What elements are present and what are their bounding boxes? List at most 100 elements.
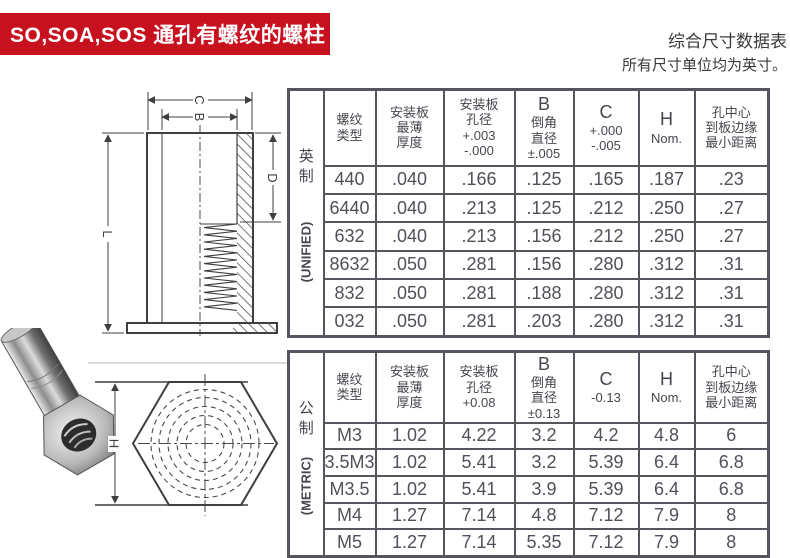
table-cell: .188 — [513, 278, 575, 309]
table-cell: 5.39 — [572, 448, 640, 477]
table-cell: 4.22 — [442, 421, 516, 451]
table-cell: 4.2 — [572, 421, 640, 451]
header-hole-diameter: 安装板 孔径 +0.08 — [442, 350, 516, 424]
table-row: 6440.040.213.125.212.250.27 — [289, 192, 770, 224]
header-min-edge-distance: 孔中心 到板边缘 最小距离 — [693, 88, 770, 167]
dim-label-d: D — [265, 173, 280, 182]
table-cell: 7.12 — [572, 501, 640, 531]
table-cell: 7.14 — [442, 528, 516, 558]
table-cell: 1.02 — [374, 448, 445, 477]
note-title: 综合尺寸数据表 — [668, 32, 787, 51]
table-cell: .280 — [572, 278, 640, 309]
table-row: 032.050.281.203.280.312.31 — [289, 306, 770, 338]
side-label-cjk: 公 制 — [298, 400, 314, 437]
table-cell: 1.02 — [374, 421, 445, 451]
table-cell: 1.27 — [374, 528, 445, 558]
standoff-photo — [0, 328, 115, 476]
table-cell: .213 — [442, 221, 516, 252]
table-cell: 1.27 — [374, 501, 445, 531]
table-cell: 632 — [322, 221, 377, 252]
side-label-latin: (METRIC) — [298, 457, 314, 516]
table-cell: .281 — [442, 278, 516, 309]
note-subtitle: 所有尺寸单位均为英寸。 — [621, 57, 787, 74]
table-cell: 5.41 — [442, 474, 516, 504]
table-cell: 6.4 — [637, 448, 696, 477]
header-c: C +.000 -.005 — [572, 88, 640, 167]
header-note: 综合尺寸数据表 所有尺寸单位均为英寸。 — [622, 27, 787, 75]
table-cell: 6.8 — [693, 448, 770, 477]
table-cell: .27 — [693, 221, 770, 252]
table-cell: 3.2 — [513, 448, 575, 477]
table-cell: 4.8 — [637, 421, 696, 451]
table-cell: 6440 — [322, 192, 377, 224]
table-cell: .250 — [637, 192, 696, 224]
table-cell: .050 — [374, 249, 445, 281]
table-cell: .31 — [693, 306, 770, 338]
dim-label-l: L — [100, 230, 115, 237]
table-cell: 7.12 — [572, 528, 640, 558]
side-label-latin: (UNIFIED) — [298, 221, 314, 283]
header-min-panel-thickness: 安装板 最薄 厚度 — [374, 88, 445, 167]
dim-label-c: C — [192, 95, 207, 104]
table-cell: M4 — [322, 501, 377, 531]
table-cell: .050 — [374, 278, 445, 309]
table-cell: .040 — [374, 221, 445, 252]
unified-table: 英 制 (UNIFIED) 螺纹 类型 安装板 最薄 厚度 安装板 孔径 +.0… — [287, 88, 770, 338]
table-row: 8632.050.281.156.280.312.31 — [289, 249, 770, 281]
header-thread-type: 螺纹 类型 — [322, 350, 377, 424]
side-label-cjk: 英 制 — [298, 148, 314, 185]
table-cell: 440 — [322, 164, 377, 195]
table-row: 440.040.166.125.165.187.23 — [289, 164, 770, 195]
hex-top-view-drawing: H — [95, 374, 279, 516]
table-cell: 6.4 — [637, 474, 696, 504]
table-cell: .250 — [637, 221, 696, 252]
table-cell: .212 — [572, 221, 640, 252]
table-cell: .166 — [442, 164, 516, 195]
header-min-edge-distance: 孔中心 到板边缘 最小距离 — [693, 350, 770, 424]
table-cell: 8 — [693, 528, 770, 558]
table-cell: .156 — [513, 221, 575, 252]
table-cell: 1.02 — [374, 474, 445, 504]
table-cell: M3 — [322, 421, 377, 451]
table-cell: .213 — [442, 192, 516, 224]
table-cell: .312 — [637, 249, 696, 281]
table-cell: .040 — [374, 164, 445, 195]
table-cell: 3.2 — [513, 421, 575, 451]
title-banner: SO,SOA,SOS 通孔有螺纹的螺柱 — [0, 13, 330, 55]
table-cell: 3.9 — [513, 474, 575, 504]
table-cell: .27 — [693, 192, 770, 224]
table-cell: .050 — [374, 306, 445, 338]
table-cell: .156 — [513, 249, 575, 281]
table-cell: 7.14 — [442, 501, 516, 531]
table-cell: .312 — [637, 306, 696, 338]
table-cell: 8632 — [322, 249, 377, 281]
divider-line — [88, 362, 287, 364]
header-b-chamfer: B 倒角 直径 ±.005 — [513, 88, 575, 167]
table-cell: .281 — [442, 249, 516, 281]
header-h-nom: H Nom. — [637, 350, 696, 424]
table-cell: .312 — [637, 278, 696, 309]
table-cell: 8 — [693, 501, 770, 531]
table-cell: 7.9 — [637, 501, 696, 531]
metric-header-row: 公 制 (METRIC) 螺纹 类型 安装板 最薄 厚度 安装板 孔径 +0.0… — [287, 350, 770, 558]
header-hole-diameter: 安装板 孔径 +.003 -.000 — [442, 88, 516, 167]
table-cell: .187 — [637, 164, 696, 195]
header-c: C -0.13 — [572, 350, 640, 424]
table-cell: .31 — [693, 278, 770, 309]
table-cell: 032 — [322, 306, 377, 338]
table-cell: .23 — [693, 164, 770, 195]
table-cell: 7.9 — [637, 528, 696, 558]
table-cell: 832 — [322, 278, 377, 309]
table-cell: .280 — [572, 249, 640, 281]
header-b-chamfer: B 倒角 直径 ±0.13 — [513, 350, 575, 424]
table-cell: .203 — [513, 306, 575, 338]
table-cell: .31 — [693, 249, 770, 281]
table-cell: .281 — [442, 306, 516, 338]
metric-table: 公 制 (METRIC) 螺纹 类型 安装板 最薄 厚度 安装板 孔径 +0.0… — [287, 350, 770, 558]
header-min-panel-thickness: 安装板 最薄 厚度 — [374, 350, 445, 424]
